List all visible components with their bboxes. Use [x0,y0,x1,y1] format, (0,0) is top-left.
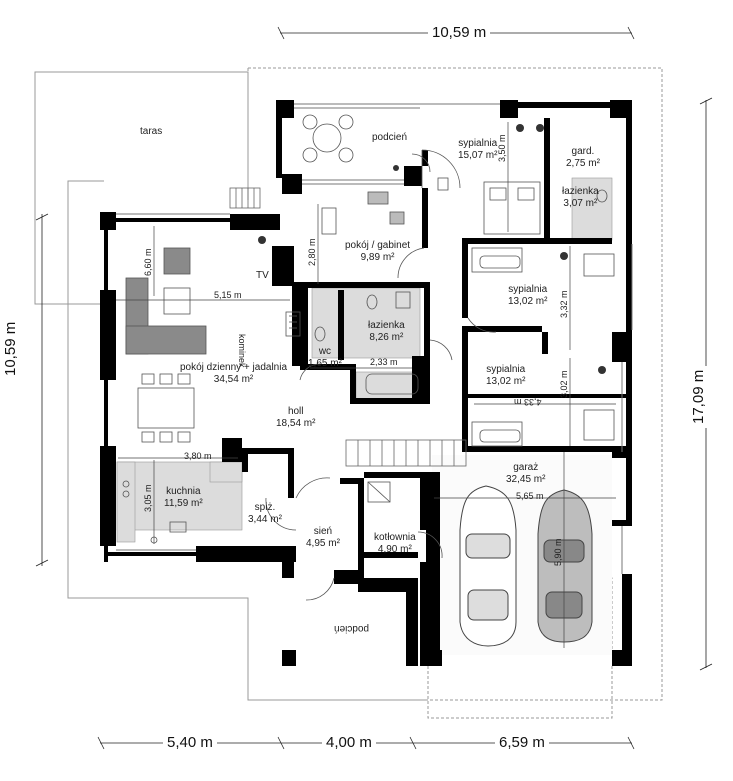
dim-233: 2,33 m [370,357,398,367]
room-area: 13,02 m² [508,296,548,307]
room-area: 9,89 m² [360,252,395,263]
room-label-podcien-top: podcień [372,132,407,144]
room-label-spiz: spiż.3,44 m² [248,502,282,526]
room-name: sypialnia [508,284,548,295]
room-name: kotłownia [374,532,416,543]
room-area: 4,90 m² [377,544,412,555]
dim-302: 3,02 m [559,370,569,398]
room-area: 2,75 m² [566,158,600,169]
dim-433: 4,33 m [514,397,542,407]
dim-380: 3,80 m [184,451,212,461]
room-name: łazienka [562,186,599,197]
dim-bottom-1: 5,40 m [163,734,217,751]
room-area: 4,95 m² [306,538,340,549]
room-area: 15,07 m² [458,150,498,161]
dim-565: 5,65 m [516,491,544,501]
room-area: 34,54 m² [213,374,254,385]
room-name: pokój dzienny + jadalnia [180,362,288,373]
room-area: 32,45 m² [506,474,546,485]
dim-bottom-2: 4,00 m [322,734,376,751]
stairs [229,187,467,467]
dim-top: 10,59 m [428,24,491,41]
room-name: pokój / gabinet [345,240,411,251]
room-name: podcień [372,132,408,143]
furniture [122,114,615,544]
room-area: 3,44 m² [248,514,282,525]
room-name: spiż. [254,502,276,513]
dim-280: 2,80 m [307,238,317,266]
room-area: 13,02 m² [486,376,526,387]
room-name: sień [313,526,333,537]
fireplace-label: kominek [237,334,247,368]
windows [116,103,633,574]
room-area: 11,59 m² [164,498,203,509]
room-name: taras [140,126,163,137]
room-area: 3,07 m² [563,198,598,209]
dim-350: 3,50 m [497,134,507,162]
room-label-podcien-bottom: podcień [334,622,369,634]
kitchen-counter [116,461,243,543]
dim-305: 3,05 m [143,484,153,512]
room-name: holl [287,406,304,417]
dim-bottom-3: 6,59 m [495,734,549,751]
inner-dimension-lines [116,122,616,648]
doors [265,149,497,601]
room-name: wc [318,346,332,357]
dim-332: 3,32 m [559,290,569,318]
dim-660: 6,60 m [143,248,153,276]
dim-left: 10,59 m [2,317,19,380]
exterior-walls [100,100,632,666]
dim-right: 17,09 m [690,365,707,428]
dim-590: 5,90 m [553,538,563,566]
room-area: 8,26 m² [369,332,404,343]
room-name: kuchnia [166,486,201,497]
car-icon [459,485,593,647]
room-label-taras: taras [140,126,162,138]
room-name: sypialnia [458,138,498,149]
plant-icons [258,124,606,374]
room-label-gard: gard.2,75 m² [566,146,600,170]
room-area: 18,54 m² [276,418,316,429]
tv-label: TV [256,270,269,281]
room-name: gard. [571,146,595,157]
room-name: sypialnia [486,364,526,375]
room-name: łazienka [368,320,405,331]
dim-515: 5,15 m [214,290,242,300]
room-name: garaż [513,462,539,473]
room-name: podcień [334,623,370,634]
room-area: 1,65 m² [308,358,342,369]
